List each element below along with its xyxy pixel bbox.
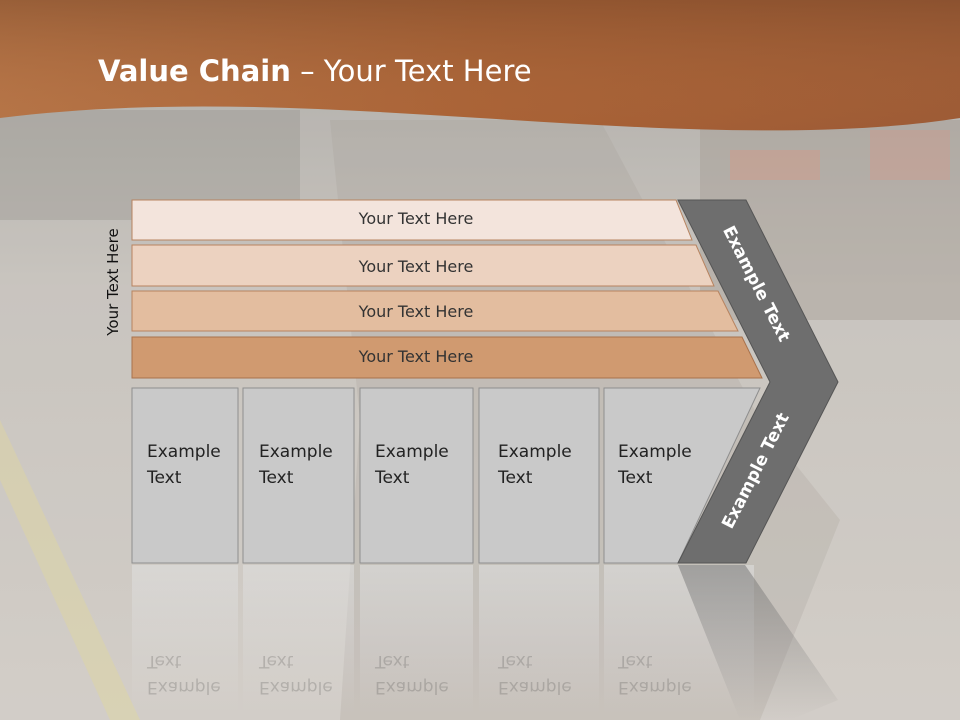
card-1-refl-line1: Example	[147, 677, 221, 697]
card-3-line2: Text	[375, 468, 410, 488]
card-reflection-1: Example Text	[147, 648, 221, 700]
card-reflection-4: Example Text	[498, 648, 572, 700]
card-reflection-3: Example Text	[375, 648, 449, 700]
row-label-3: Your Text Here	[358, 302, 474, 321]
chevron-arrow[interactable]	[677, 199, 839, 564]
card-reflection-2: Example Text	[259, 648, 333, 700]
row-band-4[interactable]	[131, 336, 763, 379]
card-4-line2: Text	[498, 468, 533, 488]
card-5-refl-line1: Example	[618, 677, 692, 697]
card-4-refl-line2: Text	[498, 651, 533, 671]
slide-title: Value Chain – Your Text Here	[98, 54, 532, 88]
card-3-line1: Example	[375, 442, 449, 462]
card-5-line1: Example	[618, 442, 692, 462]
card-5-refl-line2: Text	[618, 651, 653, 671]
card-2-refl-line1: Example	[259, 677, 333, 697]
card-2[interactable]	[242, 387, 355, 564]
card-3-refl-line2: Text	[375, 651, 410, 671]
row-label-2: Your Text Here	[358, 257, 474, 276]
card-1-line1: Example	[147, 442, 221, 462]
title-rest: – Your Text Here	[290, 54, 532, 88]
card-2-line2: Text	[259, 468, 294, 488]
card-4-refl-line1: Example	[498, 677, 572, 697]
card-4-line1: Example	[498, 442, 572, 462]
card-reflection-5: Example Text	[618, 648, 692, 700]
card-2-line1: Example	[259, 442, 333, 462]
card-3[interactable]	[359, 387, 474, 564]
row-band-2[interactable]	[131, 244, 715, 287]
card-2-refl-line2: Text	[259, 651, 294, 671]
row-label-1: Your Text Here	[358, 209, 474, 228]
title-bold: Value Chain	[98, 54, 291, 88]
card-5-line2: Text	[618, 468, 653, 488]
card-1-refl-line2: Text	[147, 651, 182, 671]
card-1[interactable]	[131, 387, 239, 564]
row-band-3[interactable]	[131, 290, 739, 332]
row-label-4: Your Text Here	[358, 347, 474, 366]
card-4[interactable]	[478, 387, 600, 564]
row-band-1[interactable]	[131, 199, 693, 241]
card-3-refl-line1: Example	[375, 677, 449, 697]
card-1-line2: Text	[147, 468, 182, 488]
